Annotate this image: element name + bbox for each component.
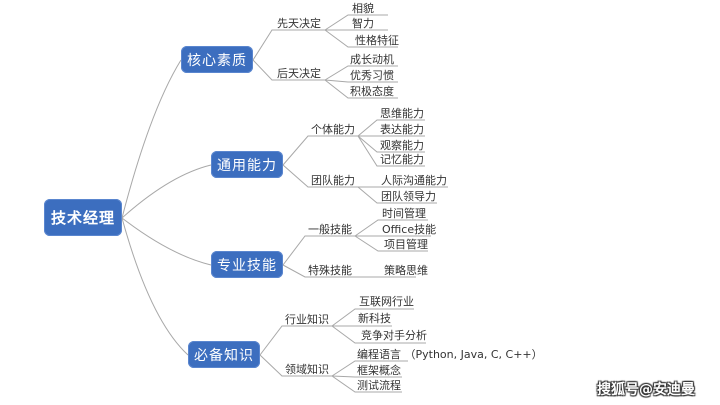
leaf-label[interactable]: 表达能力: [380, 123, 424, 136]
leaf-label[interactable]: 新科技: [358, 312, 391, 325]
branch-label: 专业技能: [217, 257, 277, 274]
leaf-label[interactable]: 项目管理: [384, 238, 428, 251]
group-label[interactable]: 特殊技能: [308, 264, 352, 277]
leaf-label[interactable]: 人际沟通能力: [381, 174, 447, 187]
group-label[interactable]: 行业知识: [285, 313, 329, 326]
branch-node-core-qualities[interactable]: 核心素质: [181, 46, 253, 73]
branch-label: 通用能力: [217, 157, 277, 174]
leaf-label[interactable]: 记忆能力: [380, 153, 424, 166]
leaf-label[interactable]: 团队领导力: [381, 190, 436, 203]
root-node-label: 技术经理: [50, 209, 115, 227]
leaf-label[interactable]: 测试流程: [357, 379, 401, 392]
leaf-label[interactable]: Office技能: [382, 223, 437, 236]
watermark: 搜狐号@安迪曼: [597, 382, 695, 398]
leaf-label[interactable]: 框架概念: [357, 364, 401, 377]
branch-node-professional-skills[interactable]: 专业技能: [211, 251, 283, 278]
branch-node-required-knowledge[interactable]: 必备知识: [188, 341, 260, 368]
leaf-label[interactable]: 策略思维: [384, 264, 428, 277]
group-label[interactable]: 个体能力: [311, 123, 355, 136]
group-label[interactable]: 团队能力: [311, 174, 355, 187]
branch-label: 必备知识: [194, 347, 254, 364]
group-label[interactable]: 先天决定: [277, 17, 321, 30]
branch-label: 核心素质: [187, 52, 247, 69]
leaf-label[interactable]: 相貌: [352, 2, 374, 15]
group-label[interactable]: 领域知识: [285, 363, 329, 376]
leaf-label[interactable]: 编程语言 （Python, Java, C, C++）: [357, 348, 543, 361]
leaf-label[interactable]: 观察能力: [380, 139, 424, 152]
root-node[interactable]: 技术经理: [44, 199, 122, 236]
leaf-label[interactable]: 思维能力: [380, 107, 424, 120]
leaf-label[interactable]: 智力: [352, 17, 374, 30]
leaf-label[interactable]: 互联网行业: [359, 295, 414, 308]
branch-node-general-abilities[interactable]: 通用能力: [211, 151, 283, 178]
leaf-label[interactable]: 性格特征: [355, 34, 399, 47]
leaf-label[interactable]: 竞争对手分析: [361, 329, 427, 342]
leaf-label[interactable]: 积极态度: [350, 85, 394, 98]
group-label[interactable]: 一般技能: [308, 223, 352, 236]
leaf-label[interactable]: 时间管理: [382, 207, 426, 220]
leaf-label[interactable]: 成长动机: [350, 53, 394, 66]
group-label[interactable]: 后天决定: [277, 67, 321, 80]
leaf-label[interactable]: 优秀习惯: [350, 69, 394, 82]
